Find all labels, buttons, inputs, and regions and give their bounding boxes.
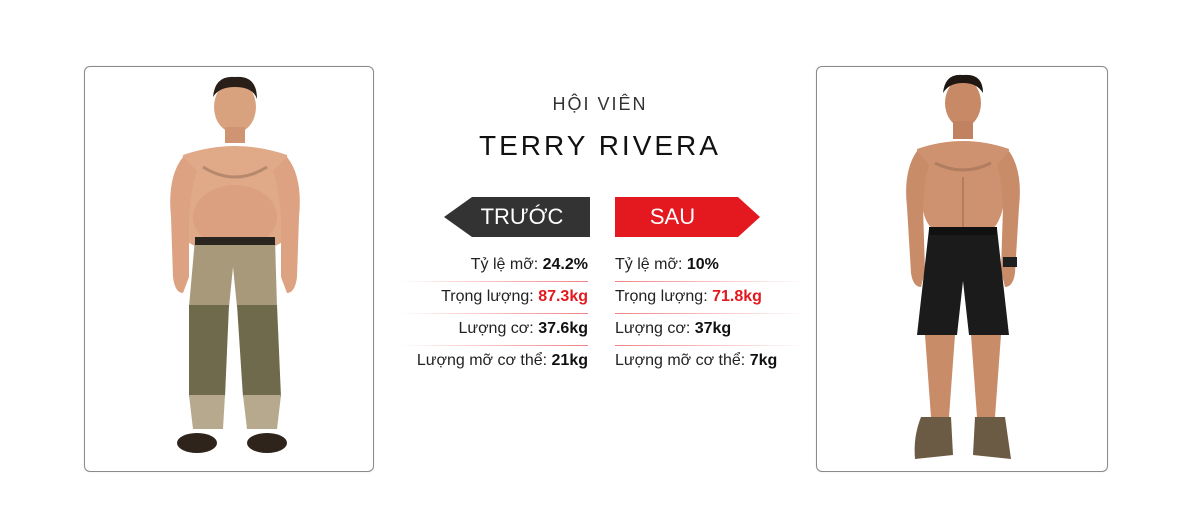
stat-value: 87.3kg bbox=[538, 288, 588, 305]
stat-value: 21kg bbox=[551, 352, 588, 369]
stat-value: 37kg bbox=[694, 320, 732, 337]
before-photo-card bbox=[84, 66, 374, 472]
stat-label: Lượng cơ: bbox=[615, 320, 691, 337]
member-name: TERRY RIVERA bbox=[479, 130, 721, 161]
stat-label: Trọng lượng: bbox=[441, 288, 534, 305]
stat-label: Trọng lượng: bbox=[615, 288, 708, 305]
stat-value: 24.2% bbox=[542, 256, 588, 273]
stat-label: Lượng cơ: bbox=[458, 320, 534, 337]
after-person-photo bbox=[906, 74, 1020, 459]
before-badge: TRƯỚC bbox=[444, 197, 590, 237]
stat-value: 37.6kg bbox=[538, 320, 588, 337]
stat-label: Tỷ lệ mỡ: bbox=[470, 256, 539, 273]
after-stats: Tỷ lệ mỡ: 10% Trọng lượng: 71.8kg Lượng … bbox=[615, 252, 805, 380]
after-stat-fat-mass: Lượng mỡ cơ thể: 7kg bbox=[615, 348, 805, 374]
member-label: HỘI VIÊN bbox=[552, 94, 648, 114]
after-stat-weight: Trọng lượng: 71.8kg bbox=[615, 284, 805, 314]
stat-label: Lượng mỡ cơ thể: bbox=[416, 352, 548, 369]
before-stat-weight: Trọng lượng: 87.3kg bbox=[398, 284, 588, 314]
after-stat-body-fat: Tỷ lệ mỡ: 10% bbox=[615, 252, 805, 282]
stat-value: 10% bbox=[686, 256, 719, 273]
stat-label: Tỷ lệ mỡ: bbox=[615, 256, 683, 273]
before-stat-body-fat: Tỷ lệ mỡ: 24.2% bbox=[398, 252, 588, 282]
after-photo-card bbox=[816, 66, 1108, 472]
after-stat-muscle: Lượng cơ: 37kg bbox=[615, 316, 805, 346]
stat-value: 71.8kg bbox=[712, 288, 762, 305]
before-stats: Tỷ lệ mỡ: 24.2% Trọng lượng: 87.3kg Lượn… bbox=[398, 252, 588, 380]
before-stat-muscle: Lượng cơ: 37.6kg bbox=[398, 316, 588, 346]
before-stat-fat-mass: Lượng mỡ cơ thể: 21kg bbox=[400, 348, 588, 374]
stat-label: Lượng mỡ cơ thể: bbox=[615, 352, 746, 369]
after-badge: SAU bbox=[615, 197, 760, 237]
stat-value: 7kg bbox=[749, 352, 778, 369]
before-person-photo bbox=[170, 76, 300, 453]
